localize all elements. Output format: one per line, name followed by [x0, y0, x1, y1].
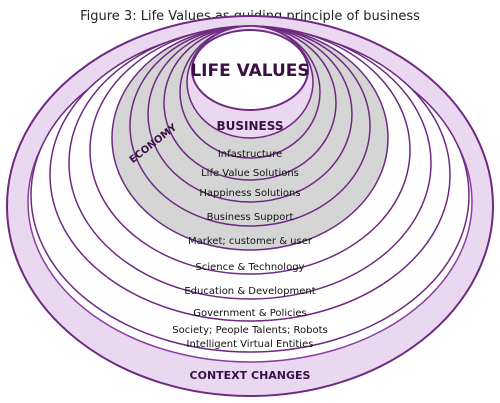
- ring-label-life-value-solutions: Life Value Solutions: [201, 168, 299, 179]
- ring-label-government: Government & Policies: [193, 308, 307, 319]
- ring-label-happiness-solutions: Happiness Solutions: [199, 188, 300, 199]
- ring-label-society-line2: Intelligent Virtual Entities: [187, 339, 314, 350]
- ring-label-market: Market; customer & user: [188, 236, 313, 247]
- ring-label-science: Science & Technology: [196, 262, 305, 273]
- ring-label-business-support: Business Support: [207, 212, 294, 223]
- ring-label-society-line1: Society; People Talents; Robots: [172, 325, 327, 336]
- context-changes-label: CONTEXT CHANGES: [190, 369, 311, 382]
- life-values-core: [191, 29, 309, 111]
- business-label: BUSINESS: [217, 119, 284, 133]
- ring-label-education: Education & Development: [184, 286, 315, 297]
- life-values-label: LIFE VALUES: [190, 61, 309, 81]
- ring-label-infrastructure: Infastructure: [218, 149, 282, 160]
